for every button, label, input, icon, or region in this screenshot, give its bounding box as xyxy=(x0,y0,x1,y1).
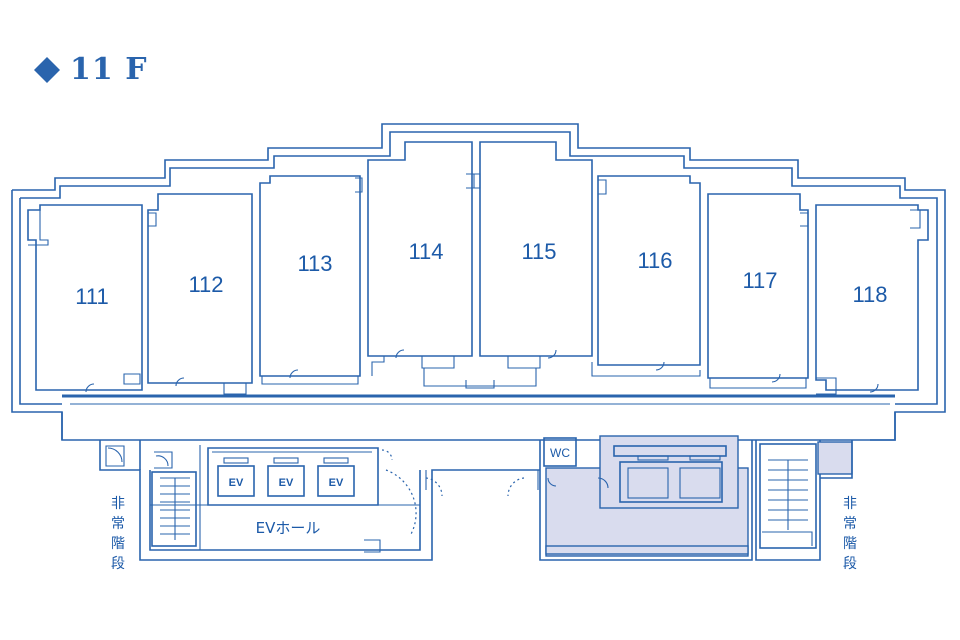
room-label-114: 114 xyxy=(408,239,443,264)
right-core xyxy=(539,435,821,561)
svg-text:段: 段 xyxy=(843,556,857,572)
svg-text:常: 常 xyxy=(111,516,125,532)
floor-title-block: 11 F xyxy=(34,52,148,87)
room-label-115: 115 xyxy=(521,239,556,264)
room-118[interactable]: 118 xyxy=(815,204,929,391)
ev-hall-label: EVホール xyxy=(256,519,321,537)
room-label-112: 112 xyxy=(188,272,223,297)
svg-text:非: 非 xyxy=(843,496,857,512)
floor-title: 11 F xyxy=(70,52,148,87)
stair-right[interactable] xyxy=(759,443,817,549)
room-label-118: 118 xyxy=(852,282,887,307)
room-label-116: 116 xyxy=(637,248,672,273)
elevator-label: EV xyxy=(329,477,344,489)
shaft xyxy=(817,441,853,475)
stair-left[interactable] xyxy=(151,471,197,547)
stair-label-right: 非 常 階 段 xyxy=(843,496,857,572)
svg-text:常: 常 xyxy=(843,516,857,532)
room-111[interactable]: 111 xyxy=(27,204,143,391)
elevator-machine-area xyxy=(599,435,739,509)
svg-text:非: 非 xyxy=(111,496,125,512)
elevator-2: EV xyxy=(267,457,305,497)
svg-text:段: 段 xyxy=(111,556,125,572)
elevator-1: EV xyxy=(217,457,255,497)
elevator-label: EV xyxy=(279,477,294,489)
room-117[interactable]: 117 xyxy=(707,193,809,379)
room-116[interactable]: 116 xyxy=(597,175,701,366)
room-112[interactable]: 112 xyxy=(147,193,253,384)
room-label-111: 111 xyxy=(75,284,108,309)
room-label-113: 113 xyxy=(297,251,332,276)
room-label-117: 117 xyxy=(742,268,777,293)
elevator-label: EV xyxy=(229,477,244,489)
left-core xyxy=(99,440,540,561)
svg-text:階: 階 xyxy=(843,536,857,552)
elevator-3: EV xyxy=(317,457,355,497)
wc-room[interactable]: WC xyxy=(543,437,577,467)
building-outline xyxy=(11,123,946,441)
room-113[interactable]: 113 xyxy=(259,175,363,377)
diamond-icon xyxy=(34,56,60,83)
room-115[interactable]: 115 xyxy=(472,141,593,357)
wc-label: WC xyxy=(550,446,570,460)
room-114[interactable]: 114 xyxy=(367,141,475,357)
stair-label-left: 非 常 階 段 xyxy=(111,496,125,572)
svg-text:階: 階 xyxy=(111,536,125,552)
